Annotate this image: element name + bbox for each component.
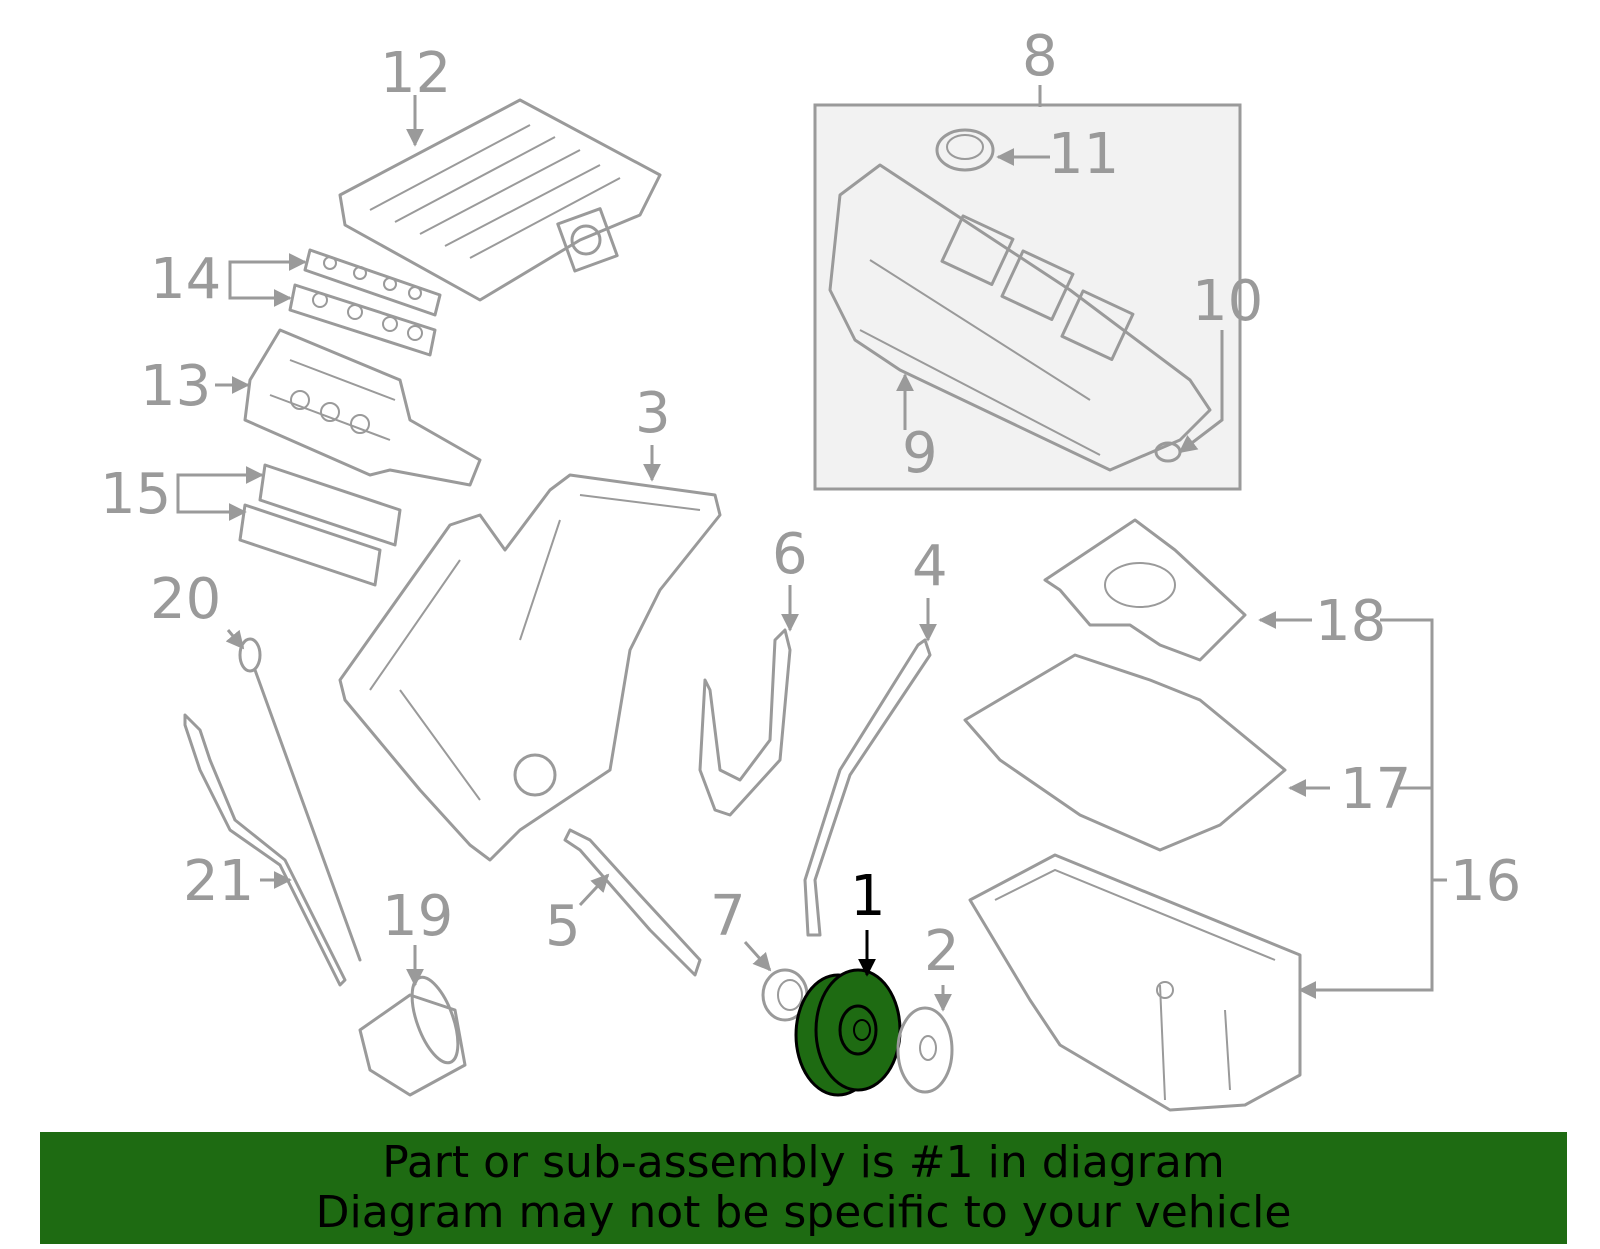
lower-intake-gasket-part (238, 463, 402, 587)
callout-5: 5 (545, 894, 581, 959)
oil-pan-gasket-part (963, 653, 1287, 852)
callout-13: 13 (140, 354, 211, 419)
callout-3: 3 (635, 381, 671, 446)
callout-21: 21 (183, 849, 254, 914)
callout-7: 7 (710, 884, 746, 949)
callout-8: 8 (1022, 24, 1058, 89)
banner-line-2: Diagram may not be specific to your vehi… (315, 1187, 1292, 1238)
callout-10: 10 (1192, 269, 1263, 334)
side-gasket-part (803, 638, 932, 937)
callout-12: 12 (380, 41, 451, 106)
lower-gasket-part (563, 828, 702, 977)
callout-9: 9 (902, 421, 938, 486)
cover-gasket-part (698, 628, 792, 817)
callout-14: 14 (150, 247, 221, 312)
windage-plate-part (1043, 518, 1247, 662)
callout-6: 6 (772, 522, 808, 587)
dipstick-tube-part (183, 713, 347, 987)
oil-filter-part (358, 975, 467, 1097)
crankshaft-pulley-part (794, 968, 902, 1097)
leader-lines (176, 85, 1447, 1012)
callout-17: 17 (1340, 757, 1411, 822)
callout-2: 2 (924, 919, 960, 984)
valve-cover-group (813, 103, 1242, 491)
callout-4: 4 (912, 534, 948, 599)
lower-intake-manifold-part (243, 328, 482, 487)
info-banner: Part or sub-assembly is #1 in diagram Di… (40, 1132, 1567, 1244)
callout-1: 1 (850, 864, 886, 929)
callout-19: 19 (382, 884, 453, 949)
timing-cover-part (338, 473, 722, 862)
dipstick-part (238, 637, 362, 962)
intake-manifold-part (338, 98, 662, 302)
callout-18: 18 (1315, 589, 1386, 654)
washer-part (896, 1006, 954, 1094)
callout-15: 15 (100, 462, 171, 527)
banner-line-1: Part or sub-assembly is #1 in diagram (382, 1137, 1225, 1188)
callout-11: 11 (1048, 122, 1119, 187)
oil-pan-part (968, 853, 1302, 1112)
callout-16: 16 (1450, 849, 1521, 914)
callout-20: 20 (150, 567, 221, 632)
